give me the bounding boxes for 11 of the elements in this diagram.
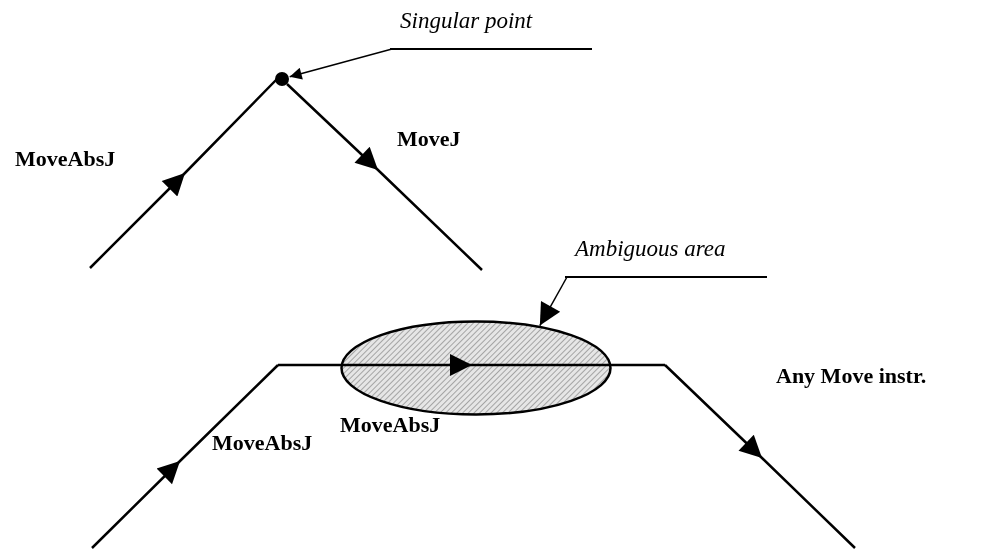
leader-line xyxy=(288,48,393,80)
instruction-label: MoveAbsJ xyxy=(340,412,441,438)
hatched-area xyxy=(340,320,612,416)
leader-line xyxy=(539,276,568,327)
callout-label: Ambiguous area xyxy=(565,236,767,278)
instruction-label: MoveAbsJ xyxy=(212,430,313,456)
instruction-label: MoveJ xyxy=(397,126,461,152)
singular-point-dot xyxy=(274,71,290,87)
callout-label: Singular point xyxy=(390,8,592,50)
instruction-label: MoveAbsJ xyxy=(15,146,116,172)
instruction-label: Any Move instr. xyxy=(776,363,927,389)
